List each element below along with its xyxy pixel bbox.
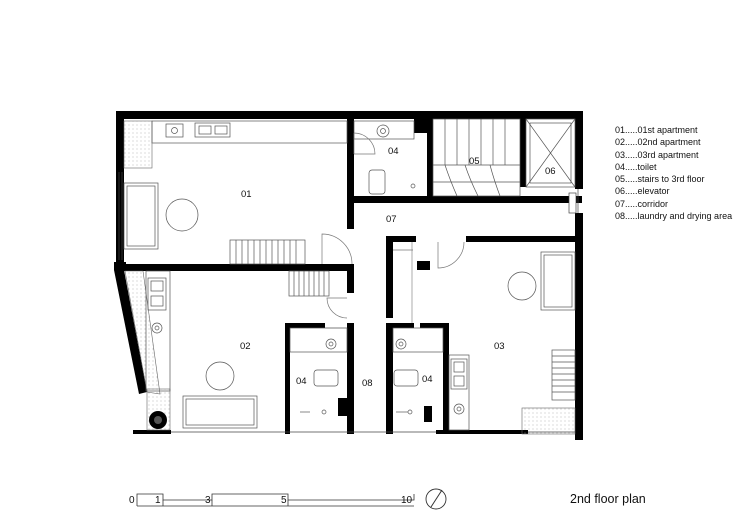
windows <box>118 172 579 433</box>
door-swing-icon <box>353 132 376 155</box>
legend-item: 03.....03rd apartment <box>615 149 699 160</box>
stairs-05 <box>432 118 521 197</box>
room-label-04-left: 04 <box>296 376 307 387</box>
sink-icon <box>151 322 163 334</box>
scale-tick-10: 10 <box>401 495 413 506</box>
room-label-05: 05 <box>469 156 480 167</box>
elevator-icon <box>525 118 576 188</box>
legend-item: 01.....01st apartment <box>615 125 698 135</box>
room-labels: 01 02 03 04 04 04 05 06 07 08 <box>240 146 556 389</box>
door-swing-icon <box>437 241 465 269</box>
legend: 01.....01st apartment 02.....02nd apartm… <box>615 124 732 222</box>
sink-icon <box>450 358 468 390</box>
apartment-01-furniture <box>123 120 353 265</box>
north-arrow-icon <box>425 488 447 510</box>
sink-icon <box>194 122 231 138</box>
room-label-08: 08 <box>362 378 373 389</box>
room-label-03: 03 <box>494 341 505 352</box>
room-label-07: 07 <box>386 214 397 225</box>
scale-bar: 0 1 3 5 10 <box>129 493 415 507</box>
legend-item: 05.....stairs to 3rd floor <box>615 174 705 185</box>
sink-icon <box>453 403 465 415</box>
legend-item: 08.....laundry and drying area <box>615 211 733 222</box>
room-label-04-top: 04 <box>388 146 399 157</box>
apartment-02-furniture <box>145 270 348 429</box>
sink-icon <box>376 124 390 138</box>
apartment-03-furniture <box>393 241 576 431</box>
door-swing-icon <box>321 233 353 265</box>
sink-icon <box>165 123 184 138</box>
legend-item: 02.....02nd apartment <box>615 137 701 148</box>
sink-icon <box>147 277 167 311</box>
interior-walls <box>122 119 582 434</box>
exterior-walls <box>114 111 583 440</box>
stairs-icon <box>551 349 576 401</box>
room-label-02: 02 <box>240 341 251 352</box>
column <box>149 411 167 429</box>
legend-item: 04.....toilet <box>615 161 657 172</box>
stairs-icon <box>229 239 306 265</box>
scale-tick-0: 0 <box>129 495 135 506</box>
door-swing-icon <box>326 297 348 319</box>
stairs-icon <box>288 270 330 297</box>
scale-tick-5: 5 <box>281 495 287 506</box>
legend-item: 07.....corridor <box>615 198 669 209</box>
toilet-right-fixtures <box>392 327 444 415</box>
toilet-icon <box>368 169 386 195</box>
sink-icon <box>325 338 337 350</box>
room-label-06: 06 <box>545 166 556 177</box>
legend-item: 06.....elevator <box>615 186 670 197</box>
scale-tick-1: 1 <box>155 495 161 506</box>
room-label-04-right: 04 <box>422 374 433 385</box>
scale-tick-3: 3 <box>205 495 211 506</box>
toilet-icon <box>313 369 339 387</box>
toilet-icon <box>393 369 419 387</box>
toilet-top-fixtures <box>353 120 416 195</box>
room-label-01: 01 <box>241 189 252 200</box>
sink-icon <box>395 338 407 350</box>
slanted-wall <box>114 270 161 395</box>
toilet-left-fixtures <box>289 327 348 415</box>
plan-title: 2nd floor plan <box>570 492 646 506</box>
